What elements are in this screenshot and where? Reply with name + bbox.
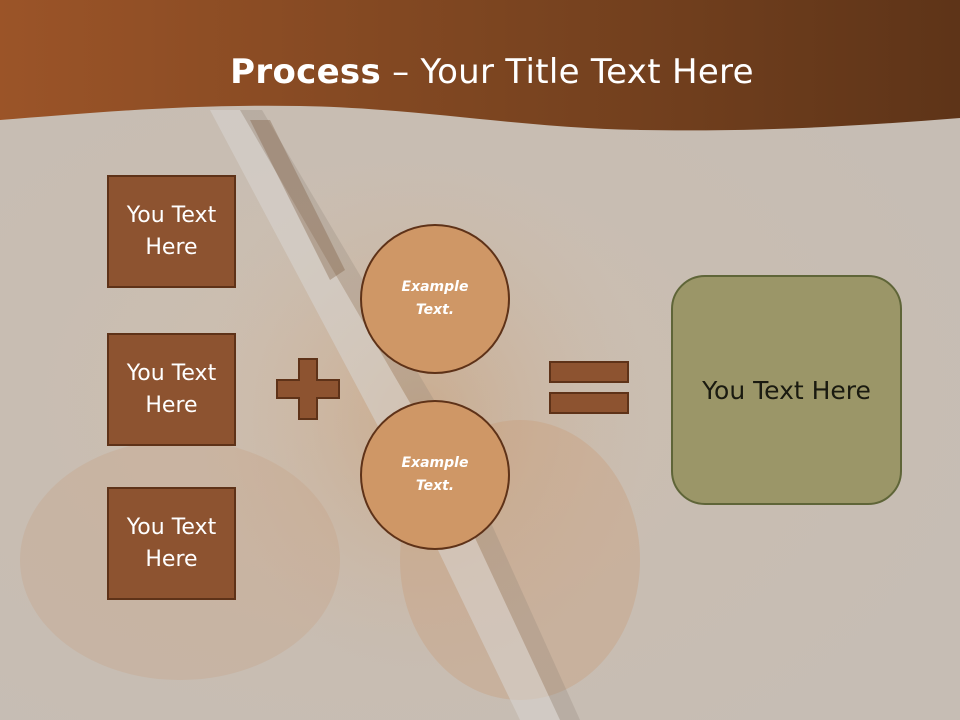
text-box-line2: Here xyxy=(145,546,198,572)
title-bold: Process xyxy=(230,52,382,92)
text-box-line1: You Text xyxy=(126,360,217,386)
text-box-line1: You Text xyxy=(126,514,217,540)
text-box-line1: You Text xyxy=(126,202,217,228)
text-box-line2: Here xyxy=(145,392,198,418)
plus-icon xyxy=(276,358,340,420)
text-box-3: You Text Here xyxy=(107,487,236,600)
text-box-line2: Here xyxy=(145,234,198,260)
slide-title: Process – Your Title Text Here xyxy=(0,52,960,92)
result-box: You Text Here xyxy=(671,275,902,505)
circle-line2: Text. xyxy=(415,302,455,318)
equals-icon xyxy=(549,361,629,414)
example-circle-2: Example Text. xyxy=(360,400,510,550)
text-box-1: You Text Here xyxy=(107,175,236,288)
title-rest: – Your Title Text Here xyxy=(381,52,754,92)
circle-line2: Text. xyxy=(415,478,455,494)
example-circle-1: Example Text. xyxy=(360,224,510,374)
text-box-2: You Text Here xyxy=(107,333,236,446)
circle-line1: Example xyxy=(401,279,469,295)
circle-line1: Example xyxy=(401,455,469,471)
header-band xyxy=(0,0,960,131)
result-label: You Text Here xyxy=(702,375,871,405)
